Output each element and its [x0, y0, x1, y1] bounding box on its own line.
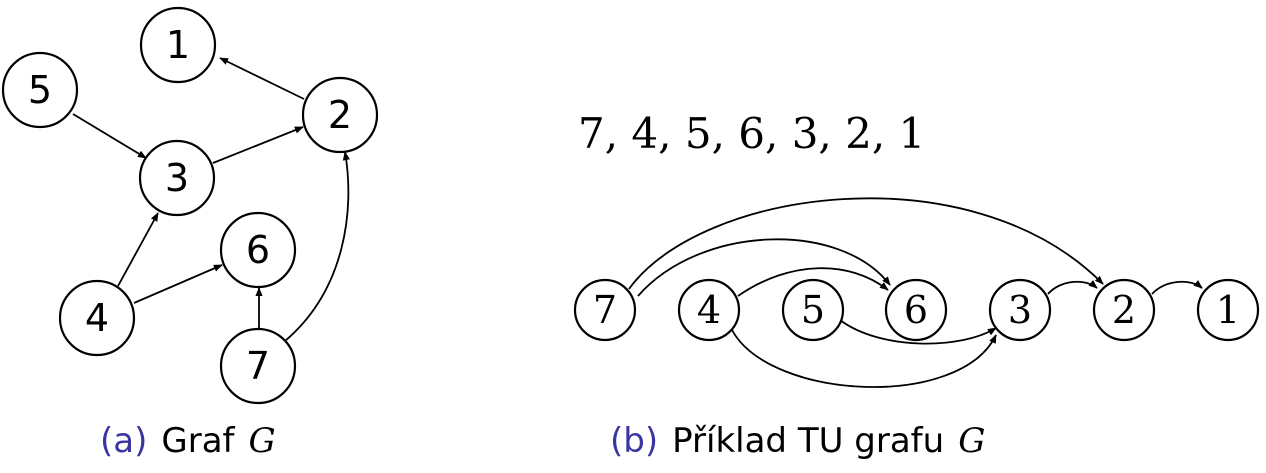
edge-b-4-3 [731, 329, 997, 388]
node-a-4-label: 4 [85, 296, 109, 340]
graph-a-nodes: 1 2 3 4 5 6 7 [1, 6, 379, 405]
caption-a-label: (a) [100, 421, 147, 461]
node-b-7-label: 7 [593, 288, 617, 332]
graph-a-edges [72, 57, 350, 342]
node-a-6-label: 6 [246, 228, 270, 272]
node-a-6: 6 [219, 211, 297, 289]
node-b-2: 2 [1092, 278, 1156, 342]
caption-a-text: Graf [161, 421, 235, 461]
node-a-1-label: 1 [166, 23, 190, 67]
edge-a-4-6 [133, 264, 223, 304]
caption-b-math: G [958, 421, 985, 461]
graph-b-edges [628, 197, 1203, 388]
node-b-6-label: 6 [904, 288, 928, 332]
node-b-4-label: 4 [697, 288, 721, 332]
edge-b-2-1 [1151, 280, 1203, 295]
node-b-6: 6 [884, 278, 948, 342]
node-a-2: 2 [301, 76, 379, 154]
node-b-3-label: 3 [1008, 288, 1032, 332]
node-a-4: 4 [58, 279, 136, 357]
node-a-5-label: 5 [28, 68, 52, 112]
node-a-1: 1 [139, 6, 217, 84]
topological-order-text: 7, 4, 5, 6, 3, 2, 1 [578, 109, 925, 158]
caption-b-label: (b) [610, 421, 658, 461]
node-a-7-label: 7 [246, 344, 270, 388]
svg-text:(b) Příklad TU grafu: (b) Příklad TU grafu G [610, 421, 985, 461]
edge-b-7-6 [637, 238, 891, 297]
edge-a-7-2 [284, 151, 350, 342]
node-b-5-label: 5 [801, 288, 825, 332]
edge-a-5-3 [72, 113, 147, 159]
caption-a: (a) Graf G [100, 421, 276, 461]
node-b-7: 7 [573, 278, 637, 342]
graph-b-nodes: 7 4 5 6 3 2 1 [573, 278, 1260, 342]
edge-a-4-3 [117, 212, 159, 287]
edge-b-4-6 [737, 267, 889, 297]
edge-a-2-1 [219, 57, 305, 100]
edge-b-5-3 [839, 319, 997, 345]
node-b-1: 1 [1196, 278, 1260, 342]
node-b-1-label: 1 [1216, 288, 1240, 332]
node-b-4: 4 [677, 278, 741, 342]
edge-a-3-2 [212, 126, 304, 164]
edge-b-3-2 [1047, 280, 1098, 295]
node-b-3: 3 [988, 278, 1052, 342]
node-a-3: 3 [138, 139, 216, 217]
node-a-2-label: 2 [328, 93, 352, 137]
caption-b-text: Příklad TU grafu [672, 421, 944, 461]
node-b-5: 5 [781, 278, 845, 342]
node-a-7: 7 [219, 327, 297, 405]
svg-text:(a) Graf G: (a) Graf G [100, 421, 276, 461]
caption-a-math: G [249, 421, 276, 461]
caption-b: (b) Příklad TU grafu G [610, 421, 985, 461]
node-a-3-label: 3 [165, 156, 189, 200]
edge-b-7-2 [628, 197, 1104, 290]
node-a-5: 5 [1, 51, 79, 129]
node-b-2-label: 2 [1112, 288, 1136, 332]
